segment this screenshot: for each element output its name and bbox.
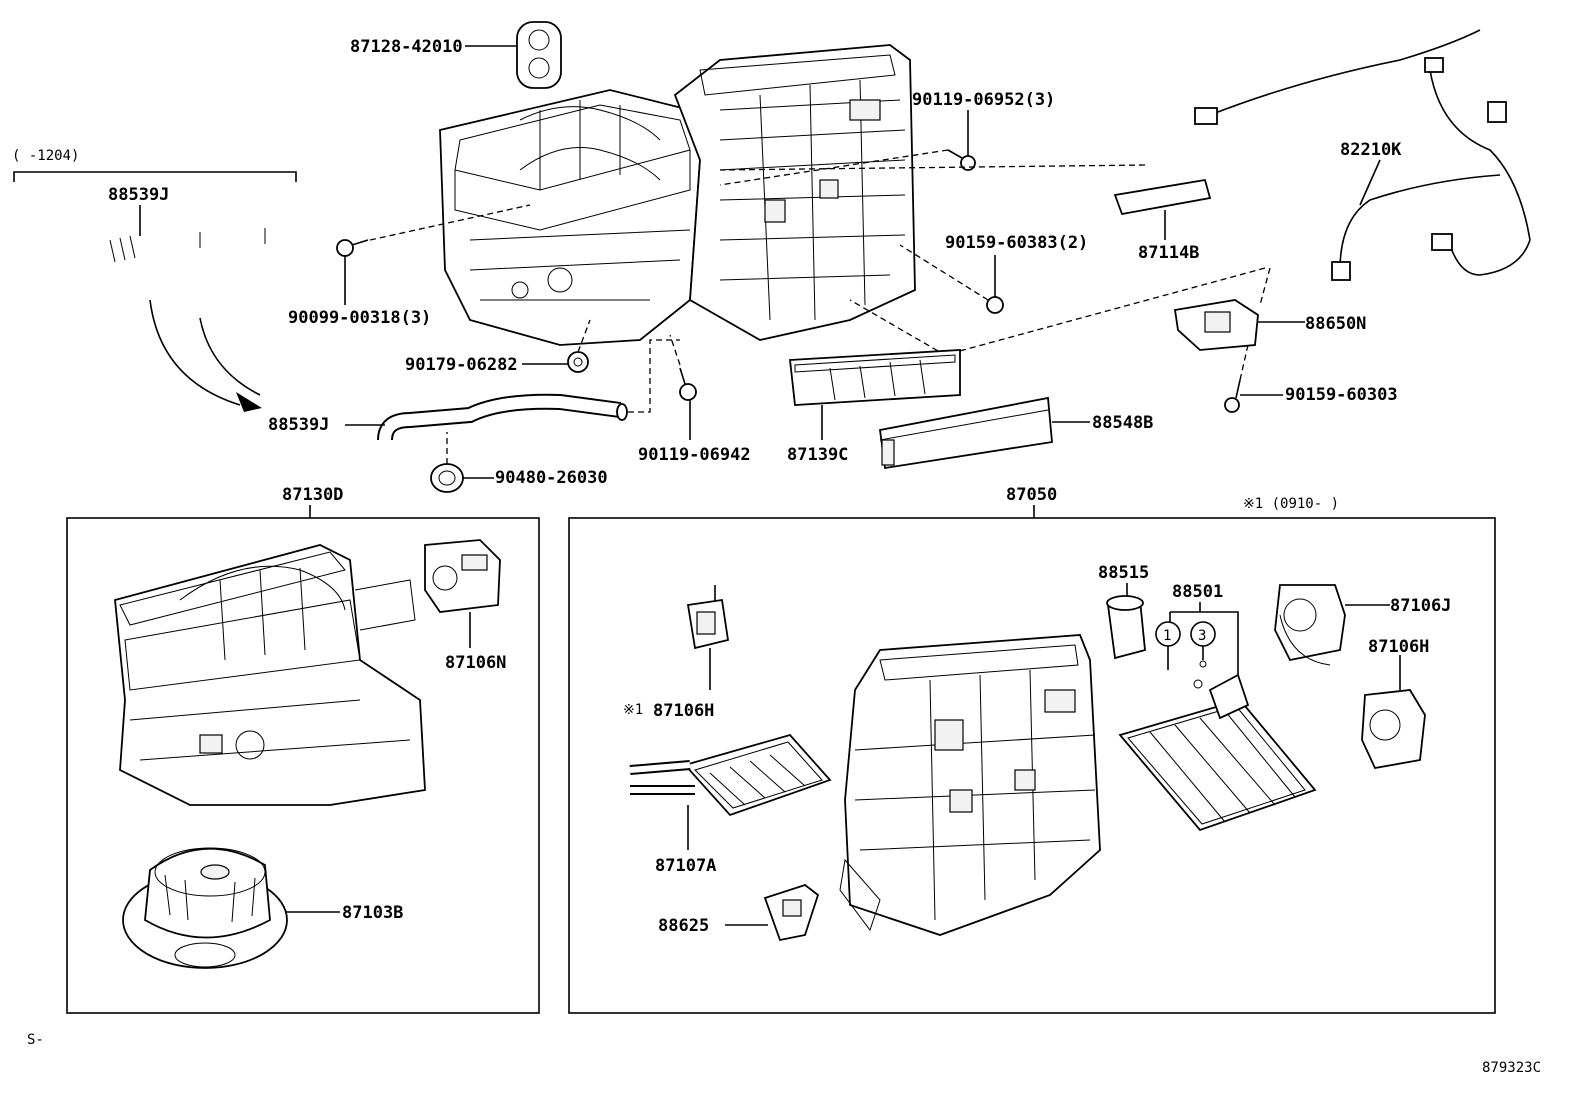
label-87128-42010: 87128-42010 — [350, 37, 463, 57]
hvac-unit-assembly — [439, 44, 916, 346]
label-88539J-upper: 88539J — [108, 185, 169, 205]
circle-callout-3: 3 — [1190, 621, 1216, 647]
label-87106J: 87106J — [1390, 596, 1451, 616]
label-90099-00318: 90099-00318(3) — [288, 308, 431, 328]
label-88501: 88501 — [1172, 582, 1223, 602]
label-88548B: 88548B — [1092, 413, 1153, 433]
sensor-88650N — [849, 267, 1305, 356]
label-88515: 88515 — [1098, 563, 1149, 583]
label-88650N: 88650N — [1305, 314, 1366, 334]
label-88539J-lower: 88539J — [268, 415, 329, 435]
diagram-id: 879323C — [1482, 1060, 1541, 1076]
blower-motor-87103B — [122, 847, 340, 969]
label-90119-06952: 90119-06952(3) — [912, 90, 1055, 110]
label-88625: 88625 — [658, 916, 709, 936]
corner-s-mark: S- — [27, 1032, 44, 1048]
label-87139C: 87139C — [787, 445, 848, 465]
arrow-head — [236, 392, 262, 412]
actuator-87106H-right — [1361, 655, 1426, 770]
nut-90179-06282 — [522, 319, 591, 373]
hvac-case-87050 — [839, 634, 1101, 936]
label-82210K: 82210K — [1340, 140, 1402, 160]
wire-harness-82210K — [1194, 29, 1531, 281]
box-87130D — [66, 517, 540, 1014]
label-90179-06282: 90179-06282 — [405, 355, 518, 375]
expansion-valve-88515 — [1106, 583, 1146, 660]
heater-core-87107A — [629, 733, 832, 850]
label-90480-26030: 90480-26030 — [495, 468, 608, 488]
label-87107A: 87107A — [655, 856, 716, 876]
label-87114B: 87114B — [1138, 243, 1199, 263]
label-87130D: 87130D — [282, 485, 343, 505]
circle-callout-1: 1 — [1155, 621, 1181, 647]
evaporator-88501 — [1118, 673, 1317, 832]
label-90119-06942: 90119-06942 — [638, 445, 751, 465]
part-87114B — [719, 164, 1212, 240]
grommet-87128-42010 — [465, 21, 562, 89]
label-87050: 87050 — [1006, 485, 1057, 505]
note-mark-x1: ※1 — [623, 702, 643, 718]
label-87103B: 87103B — [342, 903, 403, 923]
arrow-curve — [149, 299, 241, 406]
box-87050 — [568, 517, 1496, 1014]
screw-90119-06942 — [669, 334, 697, 440]
screw-90099-00318 — [336, 204, 531, 305]
filter-88548B — [878, 396, 1090, 470]
label-87106H-right: 87106H — [1368, 637, 1429, 657]
label-90159-60383: 90159-60383(2) — [945, 233, 1088, 253]
circle-3-text: 3 — [1198, 628, 1206, 644]
label-87106N: 87106N — [445, 653, 506, 673]
filter-87139C — [789, 349, 961, 440]
label-90159-60303: 90159-60303 — [1285, 385, 1398, 405]
drain-hose-88539J-upper — [40, 205, 291, 286]
screw-90159-60303 — [1224, 344, 1283, 413]
drain-hose-88539J-lower — [345, 339, 680, 441]
circle-1-text: 1 — [1163, 628, 1171, 644]
actuator-87106J — [1274, 584, 1390, 666]
actuator-87106H-left — [686, 585, 730, 690]
label-87106H-left: 87106H — [653, 701, 714, 721]
note-range-0910: ※1 (0910- ) — [1243, 496, 1339, 512]
grommet-90480-26030 — [430, 432, 494, 493]
actuator-87106N — [424, 539, 501, 648]
note-range-1204: ( -1204) — [12, 148, 79, 164]
screw-90159-60383 — [899, 244, 1004, 314]
blower-case-87130D — [114, 544, 426, 806]
part-88625 — [725, 883, 820, 942]
